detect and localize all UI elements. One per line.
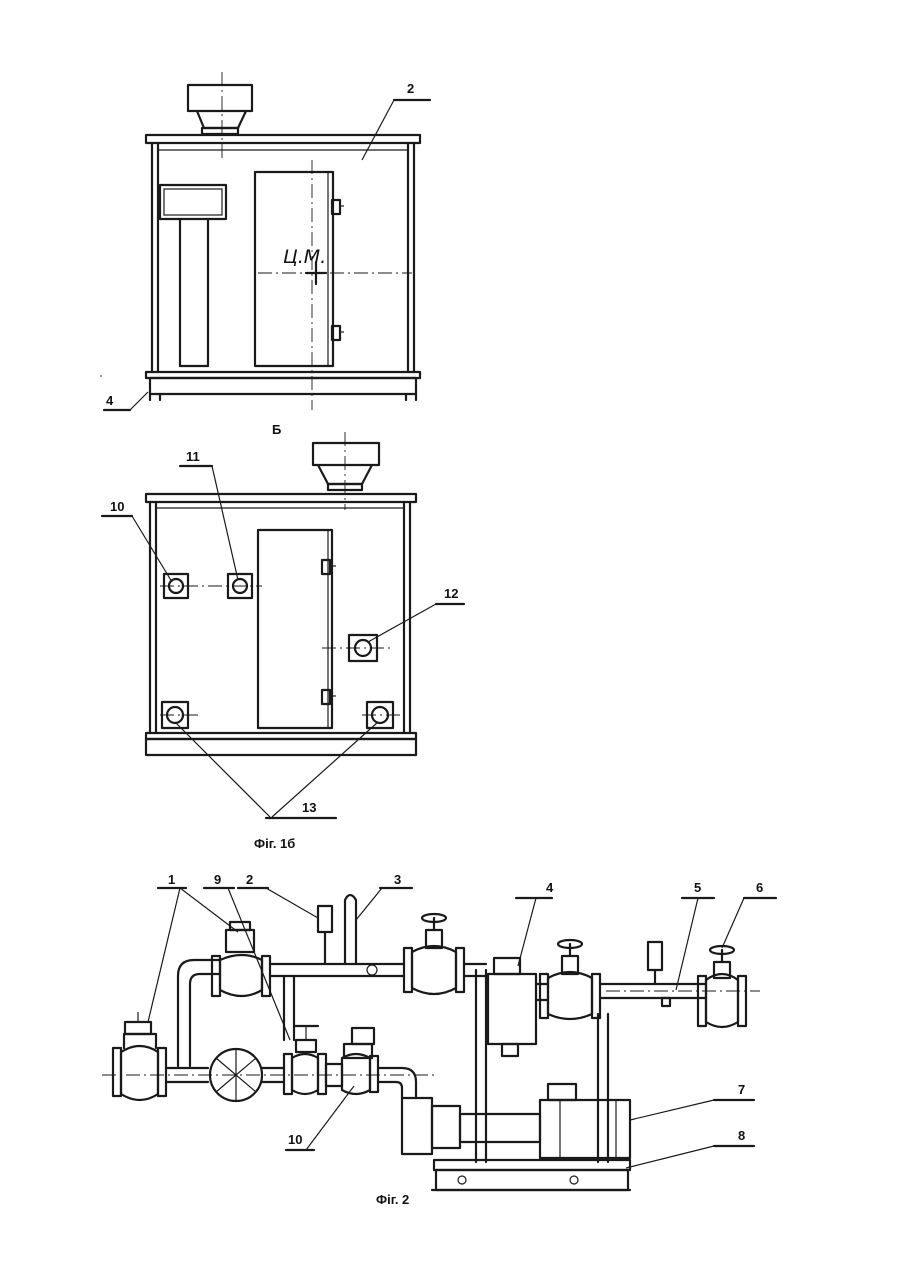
label-13: 13 [302, 800, 316, 815]
fig2-label-5: 5 [694, 880, 701, 895]
fig2-label-10: 10 [288, 1132, 302, 1147]
label-10: 10 [110, 499, 124, 514]
fig2-label-4: 4 [546, 880, 554, 895]
label-2-wall: 2 [407, 81, 414, 96]
fig2-label-3: 3 [394, 872, 401, 887]
figure-1b-caption: Фіг. 1б [254, 836, 295, 851]
label-12: 12 [444, 586, 458, 601]
figure-2-caption: Фіг. 2 [376, 1192, 409, 1207]
fig2-label-8: 8 [738, 1128, 745, 1143]
fig2-label-9: 9 [214, 872, 221, 887]
label-11: 11 [186, 449, 200, 464]
fig2-label-7: 7 [738, 1082, 745, 1097]
leader-2 [362, 100, 430, 160]
center-of-mass-mark: Ц.М. [283, 246, 326, 268]
fig2-label-2: 2 [246, 872, 253, 887]
leader-13 [175, 722, 378, 818]
view-label: Б [272, 422, 281, 437]
fig2-label-1: 1 [168, 872, 175, 887]
cabinet-front-view [146, 72, 420, 410]
leader-10 [102, 516, 172, 582]
label-4-base: 4 [106, 393, 114, 408]
pump-unit-drawing [100, 376, 760, 1190]
leader-11 [180, 466, 238, 580]
fig2-label-6: 6 [756, 880, 763, 895]
leader-12 [368, 604, 464, 642]
cabinet-side-view [146, 432, 416, 755]
